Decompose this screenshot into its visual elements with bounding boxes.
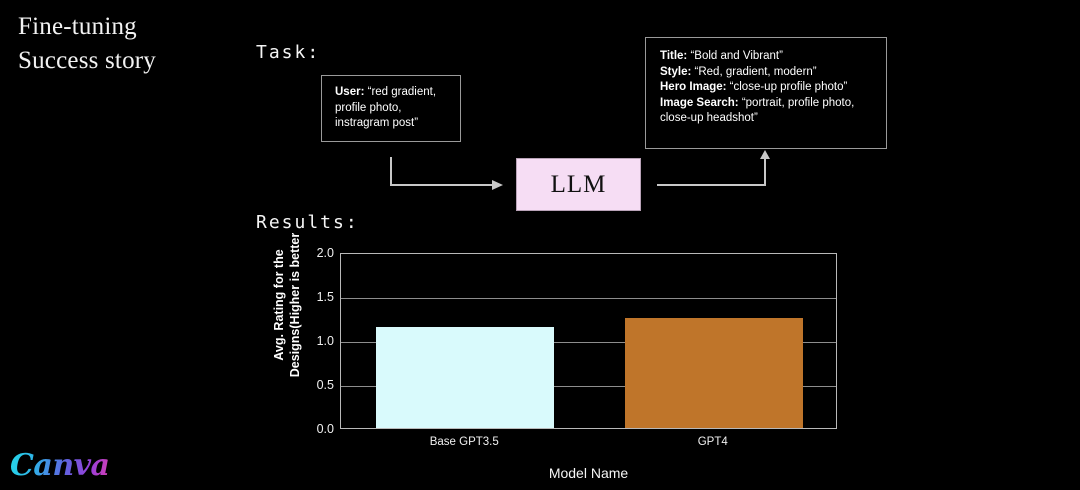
output-style-line: Style: “Red, gradient, modern” xyxy=(660,65,876,81)
y-axis-tick-label: 0.0 xyxy=(316,422,334,436)
output-style-label: Style: xyxy=(660,65,692,78)
llm-output-box: Title: “Bold and Vibrant” Style: “Red, g… xyxy=(645,37,887,149)
y-axis-title-line-1: Avg. Rating for the xyxy=(272,249,286,361)
llm-node: LLM xyxy=(516,158,641,211)
gridline xyxy=(341,342,836,343)
arrow-llm-to-output xyxy=(657,158,766,186)
arrowhead-llm-to-output xyxy=(760,150,770,159)
results-section-label: Results: xyxy=(256,212,359,233)
gridline xyxy=(341,386,836,387)
bar xyxy=(624,318,803,428)
bar xyxy=(376,326,555,428)
arrowhead-input-to-llm xyxy=(492,180,503,190)
gridline xyxy=(341,298,836,299)
y-axis-tick-label: 1.0 xyxy=(316,334,334,348)
task-section-label: Task: xyxy=(256,42,321,63)
output-hero-label: Hero Image: xyxy=(660,81,727,94)
x-axis-title: Model Name xyxy=(548,465,629,481)
output-search-value: “portrait, profile photo, xyxy=(741,96,855,109)
plot-area xyxy=(340,253,837,429)
x-axis-tick-label: GPT4 xyxy=(697,436,728,448)
canva-logo: Canva xyxy=(10,448,110,483)
output-title-label: Title: xyxy=(660,50,688,62)
page-title: Fine-tuning Success story xyxy=(18,10,156,78)
output-hero-value: “close-up profile photo” xyxy=(729,81,848,94)
arrow-input-to-llm xyxy=(390,157,492,186)
y-axis-ticks: 2.0 1.5 1.0 0.5 0.0 xyxy=(292,246,334,436)
user-prompt-value: “red gradient, xyxy=(367,86,437,98)
page-title-line-2: Success story xyxy=(18,47,157,74)
llm-node-label: LLM xyxy=(550,170,607,198)
results-bar-chart: Avg. Rating for the Designs(Higher is be… xyxy=(240,233,860,490)
y-axis-tick-label: 1.5 xyxy=(316,290,334,304)
page-title-line-1: Fine-tuning xyxy=(18,13,137,40)
user-prompt-box: User: “red gradient, profile photo, inst… xyxy=(321,75,461,142)
output-search-line: Image Search: “portrait, profile photo, xyxy=(660,96,876,112)
user-prompt-line-3: instragram post” xyxy=(335,117,419,130)
output-hero-line: Hero Image: “close-up profile photo” xyxy=(660,80,876,96)
output-title-line: Title: “Bold and Vibrant” xyxy=(660,49,876,65)
user-prompt-line-2: profile photo, xyxy=(335,101,402,114)
x-axis-tick-label: Base GPT3.5 xyxy=(429,436,499,448)
output-style-value: “Red, gradient, modern” xyxy=(694,65,817,78)
user-prompt-label: User: xyxy=(335,86,365,98)
y-axis-tick-label: 2.0 xyxy=(316,246,334,260)
output-search-label: Image Search: xyxy=(660,96,739,109)
user-prompt-line-1: User: “red gradient, xyxy=(335,85,450,101)
output-title-value: “Bold and Vibrant” xyxy=(690,50,783,62)
output-search-line-2: close-up headshot” xyxy=(660,112,758,125)
y-axis-tick-label: 0.5 xyxy=(316,378,334,392)
